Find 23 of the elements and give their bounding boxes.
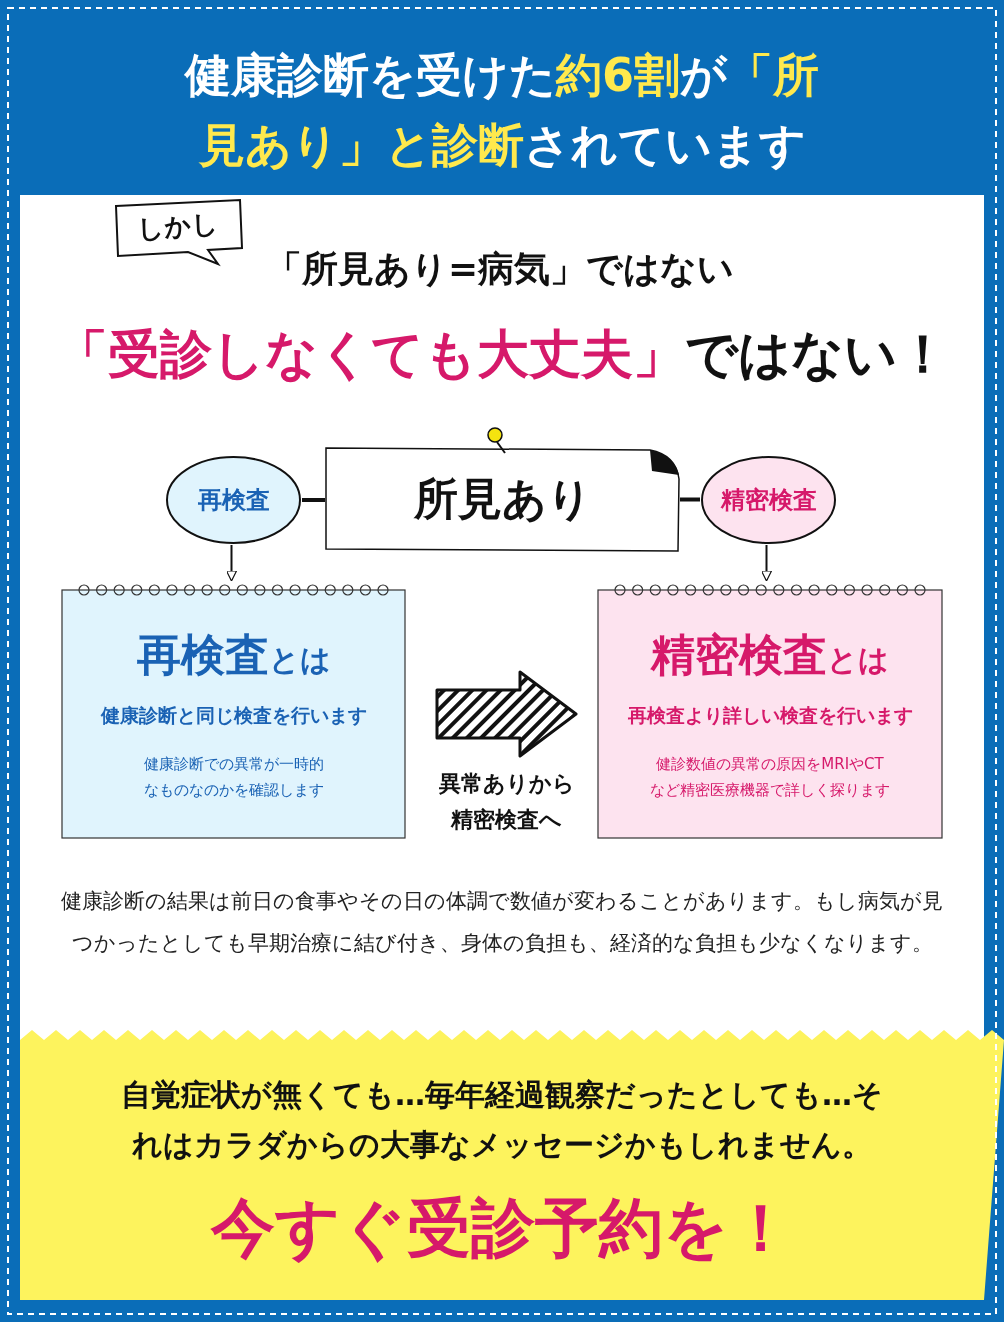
connector-line xyxy=(680,497,700,502)
connector-line xyxy=(302,498,325,502)
paragraph: 自覚症状が無くても…毎年経過観察だったとしても…それはカラダからの大事なメッセージかもしれません。 xyxy=(120,1076,884,1164)
block-arrow xyxy=(435,670,578,758)
bubble-text: しかし xyxy=(136,206,220,246)
bubble-text: 再検査 xyxy=(197,485,270,516)
card-heading: 再検査とは xyxy=(136,628,331,682)
arrow xyxy=(760,544,773,582)
card-title: 所見あり xyxy=(413,472,592,526)
card-text: 健康診断での異常が一時的なものなのかを確認します xyxy=(142,754,325,801)
speech-bubble xyxy=(700,455,837,545)
card-subheading: 健康診断と同じ検査を行います xyxy=(100,703,367,728)
subheading: 「所見あり=病気」ではない xyxy=(264,247,736,291)
headline: 「受診しなくても大丈夫」ではない！ xyxy=(54,323,950,386)
bubble-text: 精密検査 xyxy=(720,485,817,516)
card-subheading: 再検査より詳しい検査を行います xyxy=(627,703,913,728)
paragraph: 健康診断の結果は前日の食事やその日の体調で数値が変わることがあります。もし病気が見つかったとしても早期治療に結び付き、身体の負担も、経済的な負担も少なくなります。 xyxy=(60,888,944,957)
call-to-action: 今すぐ受診予約を！ xyxy=(209,1190,794,1267)
speech-bubble xyxy=(165,455,302,545)
card-text: 健診数値の異常の原因をMRIやCTなど精密医療機器で詳しく探ります xyxy=(649,754,891,801)
title: 健康診断を受けた約6割が「所見あり」と診断されています xyxy=(183,47,820,174)
arrow xyxy=(225,544,238,582)
card-heading: 精密検査とは xyxy=(651,628,889,682)
